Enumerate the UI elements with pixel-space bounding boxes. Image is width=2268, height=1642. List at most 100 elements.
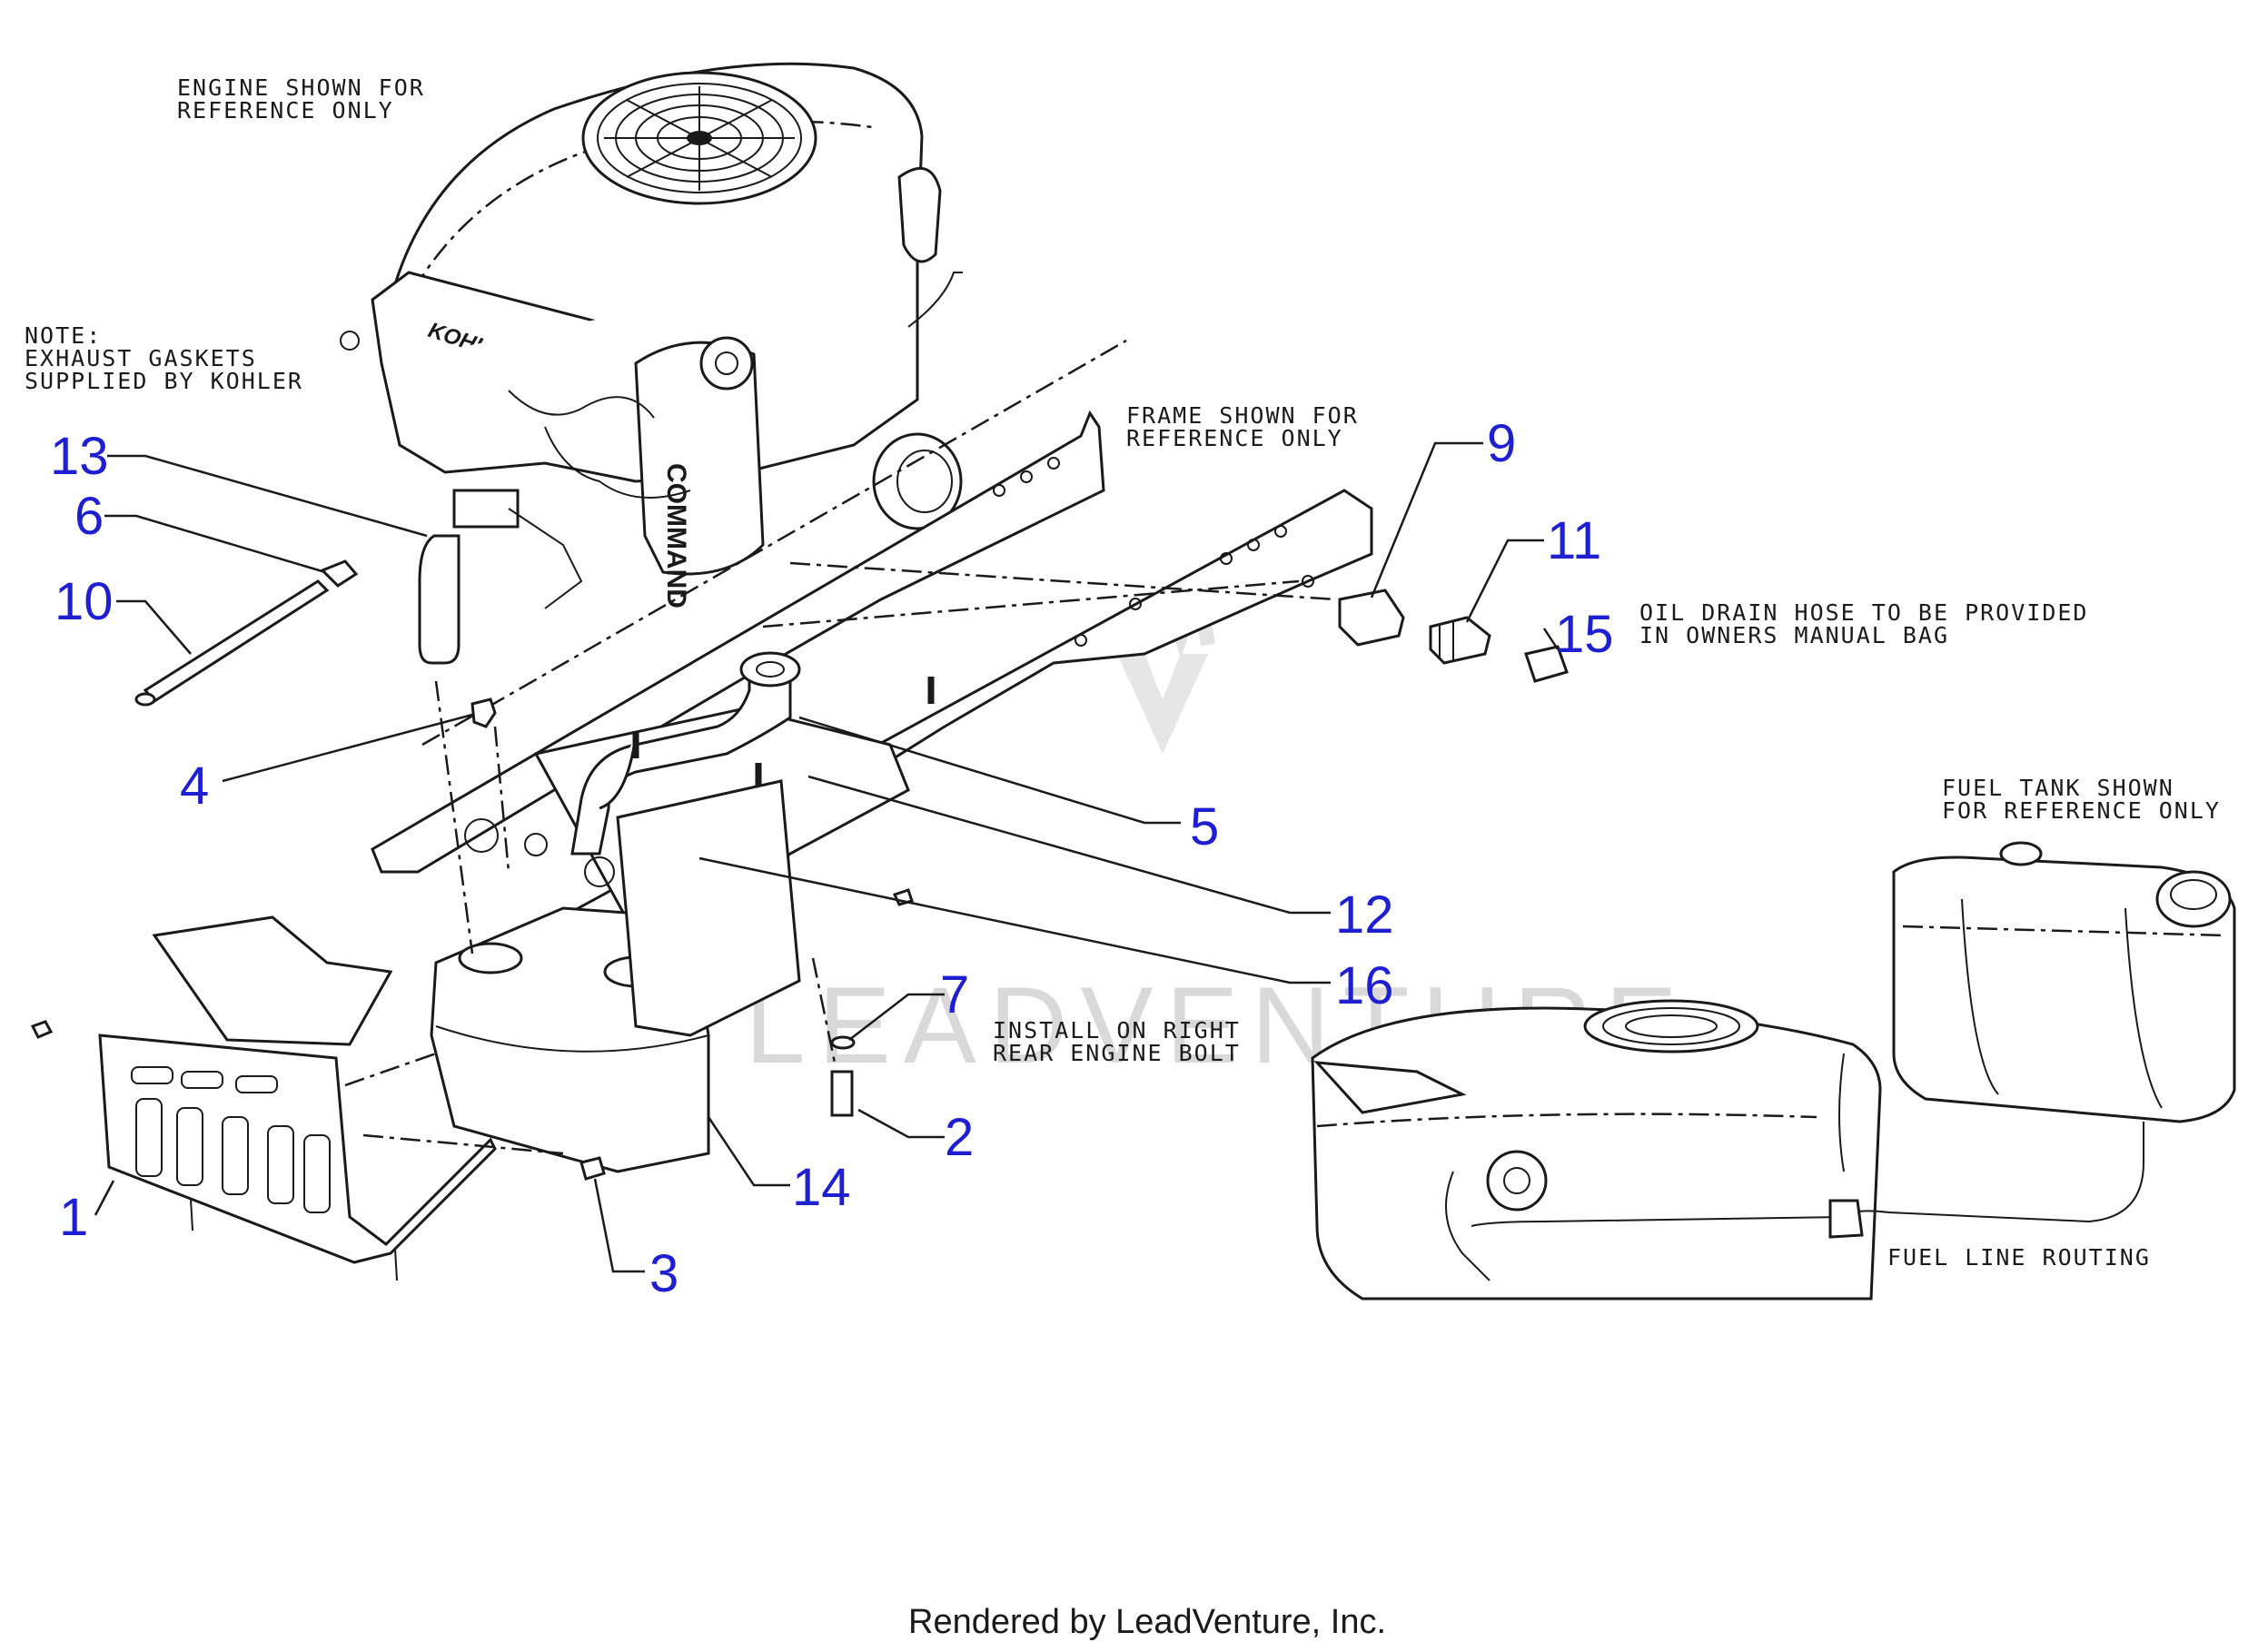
watermark-logo [1117, 654, 1208, 754]
engine-dipstick-tube [897, 167, 942, 263]
part-14-muffler-inlet-1 [458, 942, 523, 974]
fuel-tank-seam [1902, 925, 2226, 937]
part-4-bolt [470, 697, 497, 728]
leader-3 [593, 1178, 645, 1273]
engine-breather-line [907, 272, 963, 328]
engine-lift-tab [340, 331, 360, 351]
note-frame-line2: REFERENCE ONLY [1126, 425, 1343, 451]
ref-engine-seam [1316, 1113, 1817, 1128]
fuel-tank-body [1892, 856, 2236, 1123]
leader-12 [807, 775, 1331, 915]
callout-10: 10 [54, 572, 114, 631]
fuel-filter [1828, 1199, 1864, 1239]
engine-mount-block [452, 489, 520, 529]
ref-engine-body [1311, 1006, 1882, 1301]
ref-engine-fuel-line-vertical [1838, 1053, 1845, 1172]
assembly-line-5 [811, 957, 837, 1068]
fuel-tank-edge-1 [1961, 898, 1999, 1095]
ref-engine-logo-panel [1313, 1061, 1467, 1114]
notes: ENGINE SHOWN FOR REFERENCE ONLY NOTE: EX… [25, 74, 2221, 1271]
leader-1 [94, 1180, 115, 1216]
engine-harness-2 [544, 426, 691, 499]
note-exhaust-line2: EXHAUST GASKETS [25, 345, 257, 371]
note-exhaust-line3: SUPPLIED BY KOHLER [25, 368, 303, 394]
fuel-line-to-engine [1471, 1216, 1845, 1227]
engine-logo-command: COMMAND [661, 463, 691, 608]
muffler-guard [98, 915, 497, 1281]
part-6-clamp [320, 559, 359, 588]
engine-oil-fill-cap [699, 336, 754, 391]
leader-2 [857, 1108, 945, 1139]
callout-4: 4 [180, 757, 209, 816]
assembly-line-3 [344, 1052, 437, 1087]
engine-main: KOHLER COMMAND [340, 62, 963, 609]
callout-leaders [94, 441, 1560, 1273]
note-oil-line2: IN OWNERS MANUAL BAG [1639, 622, 1949, 648]
note-engine-line1: ENGINE SHOWN FOR [177, 74, 425, 101]
callout-3: 3 [649, 1244, 678, 1303]
callout-1: 1 [59, 1188, 88, 1247]
callouts: 13 6 10 4 9 11 15 5 12 16 7 2 14 1 3 [50, 414, 1614, 1303]
fuel-line-from-tank [1843, 1122, 2144, 1223]
leader-14 [707, 1116, 790, 1187]
guard-screw [30, 1020, 54, 1039]
muffler [430, 779, 801, 1173]
callout-7: 7 [940, 965, 969, 1024]
frame-holes [464, 457, 1314, 887]
note-fuel-line-routing: FUEL LINE ROUTING [1887, 1244, 2151, 1271]
engine-valve-cover [634, 341, 765, 576]
part-13-exhaust-pipe [418, 534, 461, 665]
part-1-guard-slots [131, 1066, 331, 1213]
engine-bracket [508, 508, 583, 609]
note-fueltank-line2: FOR REFERENCE ONLY [1942, 797, 2221, 824]
frame-centerline-2 [762, 579, 1300, 628]
note-exhaust-line1: NOTE: [25, 322, 102, 349]
callout-5: 5 [1190, 797, 1219, 856]
part-14-muffler-seam [435, 1025, 709, 1053]
leader-4 [222, 713, 473, 783]
frame-centerline-1 [421, 339, 1127, 747]
callout-11: 11 [1547, 511, 1601, 570]
part-15-drain-hose [1524, 645, 1569, 683]
footer-credit: Rendered by LeadVenture, Inc. [908, 1603, 1386, 1641]
fuel-tank-vent [1999, 841, 2043, 866]
note-engine-line2: REFERENCE ONLY [177, 97, 394, 124]
engine-fan-slats [597, 83, 802, 193]
ref-engine-fan [1583, 999, 1759, 1053]
fasteners [30, 559, 914, 1181]
fuel-tank-edge-2 [2124, 907, 2163, 1109]
engine-oil-filter [872, 432, 963, 530]
assembly-line-2 [493, 726, 510, 873]
callout-6: 6 [74, 487, 104, 546]
assembly-line-1 [434, 680, 474, 955]
note-install-line2: REAR ENGINE BOLT [993, 1040, 1241, 1066]
part-1-guard-front [98, 1034, 497, 1264]
note-oil-line1: OIL DRAIN HOSE TO BE PROVIDED [1639, 599, 2089, 626]
leader-11 [1465, 539, 1544, 623]
engine-harness-1 [508, 390, 655, 419]
assembly-line-6 [789, 561, 1336, 601]
callout-15: 15 [1555, 605, 1614, 664]
note-fueltank-line1: FUEL TANK SHOWN [1942, 775, 2174, 801]
leader-9 [1370, 441, 1483, 598]
fuel-routing-detail [1311, 841, 2236, 1301]
ref-engine-harness [1445, 1171, 1491, 1281]
note-install-line1: INSTALL ON RIGHT [993, 1017, 1241, 1044]
callout-13: 13 [50, 427, 109, 486]
callout-2: 2 [945, 1108, 974, 1167]
part-10-stud [143, 579, 330, 703]
callout-14: 14 [792, 1158, 851, 1217]
part-3-screw [579, 1156, 606, 1181]
note-frame-line1: FRAME SHOWN FOR [1126, 402, 1359, 429]
assembly-lines [344, 561, 1336, 1155]
leader-5 [798, 716, 1181, 825]
part-16-heat-shield-bracket [616, 779, 801, 1037]
part-5-flange [739, 651, 801, 687]
part-9-drain-fitting [1338, 589, 1405, 647]
part-1-guard-top [152, 915, 393, 1046]
part-11-drain-valve [1429, 616, 1491, 665]
ref-engine-oil-cap [1486, 1150, 1548, 1212]
oil-drain-parts [1338, 589, 1569, 683]
leader-7 [848, 993, 945, 1041]
leader-13 [107, 454, 428, 538]
